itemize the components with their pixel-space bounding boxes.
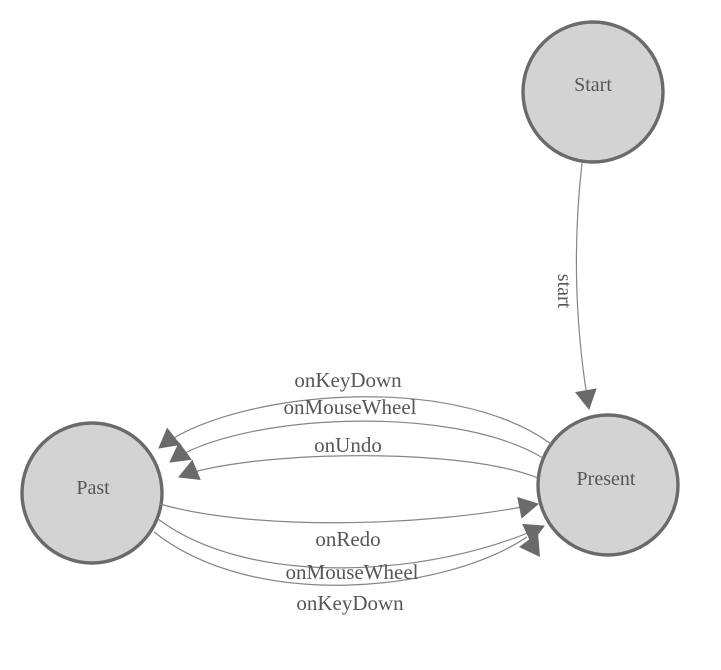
node-past (20, 421, 164, 565)
edge-label-onredo: onRedo (315, 527, 380, 551)
node-start-circle (521, 20, 665, 164)
edge-label-onmousewheel-top: onMouseWheel (284, 395, 417, 419)
edge-label-onundo: onUndo (314, 433, 382, 457)
node-past-label: Past (76, 477, 110, 499)
edge-label-start: start (553, 274, 575, 309)
edge-label-onkeydown-bottom: onKeyDown (296, 591, 404, 615)
edge-present-to-past-onmousewheel (169, 420, 544, 463)
edge-past-to-present-onmousewheel (157, 518, 545, 569)
edge-past-to-present-onkeydown (153, 531, 528, 586)
node-present-label: Present (577, 468, 636, 490)
edge-present-to-past-onkeydown (158, 396, 552, 449)
node-start (521, 20, 665, 164)
node-past-circle (20, 421, 164, 565)
edge-start-to-present (574, 162, 597, 410)
edge-label-onmousewheel-bottom: onMouseWheel (286, 560, 419, 584)
edge-label-onkeydown-top: onKeyDown (294, 368, 402, 392)
arrowhead-onkeydown-into-present (519, 533, 540, 557)
edge-present-to-past-onundo (178, 455, 539, 480)
node-start-label: Start (574, 74, 612, 96)
node-present (536, 413, 680, 557)
node-present-circle (536, 413, 680, 557)
edge-past-to-present-onredo (159, 497, 539, 524)
